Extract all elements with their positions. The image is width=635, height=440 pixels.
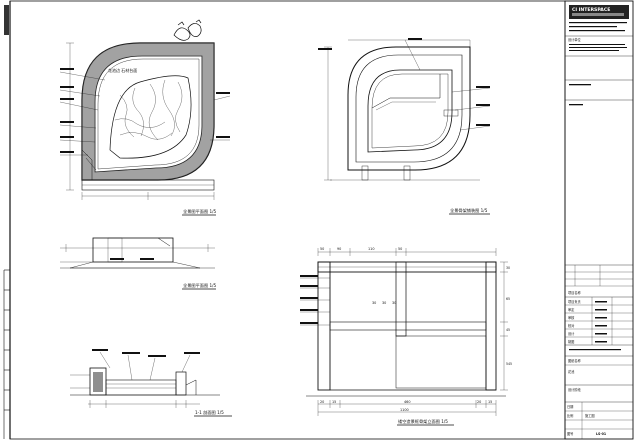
dim-mid-3: 30	[392, 301, 396, 305]
elevation-title: 镂空造景框骨架立面图 1/5	[398, 418, 448, 425]
tb-drawing-no-label: 图号	[567, 431, 573, 436]
tb-role-4: 校对	[568, 323, 575, 328]
section-view: 1-1 剖面图 1/5	[70, 349, 232, 417]
tb-role-3: 审核	[568, 315, 575, 320]
dim-right-2: 65	[506, 297, 510, 301]
tb-project-label: 项目名称	[568, 290, 582, 295]
plan-label-note: 花池边 石材台面	[108, 67, 137, 73]
dim-bottom-4: 20	[477, 400, 481, 404]
pit-plan-view: 全景图平面图 1/5	[60, 237, 217, 290]
dim-bottom-3: 460	[404, 400, 410, 404]
plan-view: 花池边 石材台面 全景图平面图 1/5	[59, 19, 231, 216]
tb-drawing-label: 图纸名称	[568, 358, 582, 363]
dim-top-2: 90	[337, 247, 341, 251]
plan-view-title: 全景图平面图 1/5	[183, 208, 217, 215]
brand-name: CI INTERSPACE	[572, 7, 610, 13]
dim-mid-1: 30	[372, 301, 376, 305]
dim-mid-2: 30	[382, 301, 386, 305]
dim-right-3: 45	[506, 328, 510, 332]
tb-drawing-no: LS-01	[596, 432, 606, 436]
tb-header: 设计单位	[568, 37, 582, 42]
title-block: CI INTERSPACE 设计单位 项目名称	[564, 0, 634, 440]
tb-role-5: 设计	[568, 331, 575, 336]
binding-strip	[3, 5, 10, 439]
tb-role-1: 项目负责	[568, 299, 581, 304]
tb-stage-label: 设计阶段	[568, 387, 582, 392]
bird-sculpture-icon	[173, 19, 202, 41]
tb-role-6: 制图	[568, 339, 574, 344]
frame-elevation-title: 全景骨架铺装图 1/5	[450, 207, 488, 214]
dim-bottom-2: 15	[332, 400, 336, 404]
tb-role-2: 审定	[568, 307, 575, 312]
tb-date-label: 日期	[567, 404, 573, 409]
dim-bottom-1: 20	[320, 400, 324, 404]
tb-drawing-name: 花池	[568, 369, 575, 374]
dim-top-1: 50	[320, 247, 324, 251]
tb-scale-label: 比例	[567, 413, 573, 418]
water-texture	[114, 79, 183, 141]
dim-right-1: 30	[506, 266, 510, 270]
dim-top-4: 50	[398, 247, 402, 251]
frame-plan-view: 全景骨架铺装图 1/5	[318, 38, 491, 215]
dim-bottom-5: 15	[488, 400, 492, 404]
dim-right-4: 545	[506, 362, 512, 366]
tb-stage-value: 施工图	[585, 413, 595, 418]
dim-top-3: 110	[368, 247, 374, 251]
dim-total: 1100	[400, 408, 409, 412]
pit-plan-title: 全景图平面图 1/5	[183, 282, 217, 289]
frame-elevation-view: 50 90 110 50 30 30 30 20 15 460 20 15 11…	[300, 247, 512, 426]
section-title: 1-1 剖面图 1/5	[195, 409, 224, 416]
